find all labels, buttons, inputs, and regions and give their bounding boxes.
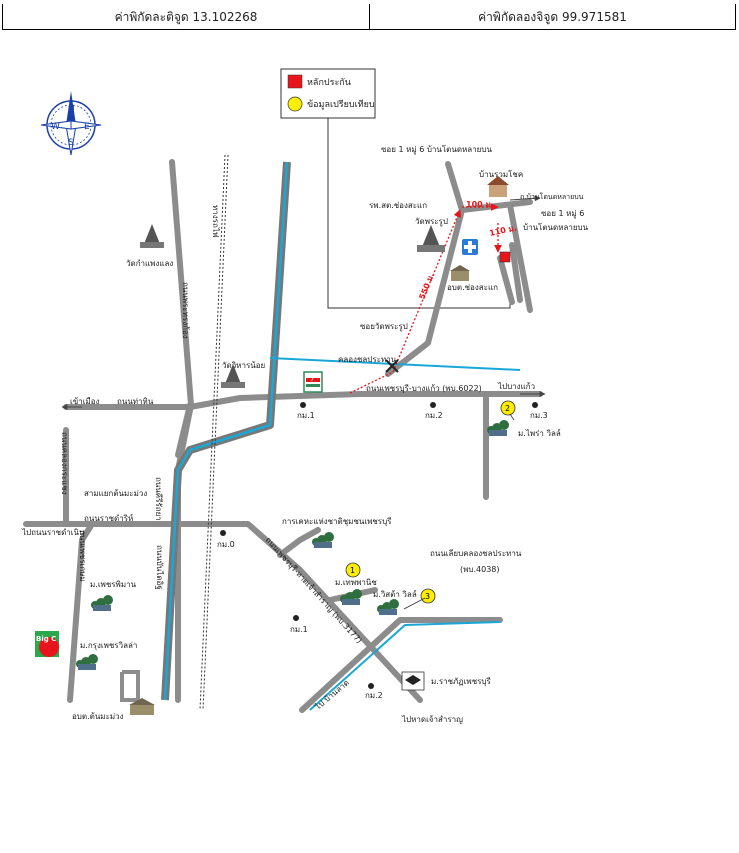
compass-w: W (51, 122, 60, 132)
temple-icon (221, 364, 245, 388)
banmoh-label: ถนนบันไดอิฐ (155, 545, 164, 590)
khlong-label: ถนนคลองกระแชง (60, 432, 69, 495)
km-marker (430, 402, 436, 408)
legend: หลักประกัน ข้อมูลเปรียบเทียบ (280, 68, 376, 119)
ratchadamnoen-label: ไปถนนราชดำเนิน (21, 528, 85, 537)
tree-cluster-icon (91, 595, 113, 611)
rajwithi-label: ถนนราชดำริห์ (84, 513, 133, 523)
samyaek-label: สามแยกต้นมะม่วง (84, 489, 147, 498)
km-label: กม.2 (425, 411, 443, 420)
km-label: กม.0 (217, 540, 235, 549)
rail-label: ทางรถไฟ (211, 205, 220, 238)
m-krung-label: ม.กรุงเพชรวิลล่า (80, 641, 137, 650)
soi-temple-label: ซอยวัดพระรูป (360, 322, 408, 332)
tree-cluster-icon (340, 589, 362, 605)
km-label: กม.2 (365, 691, 383, 700)
bridge-icon (385, 359, 399, 373)
soi-right-2: บ้านโตนดหลายบน (523, 222, 589, 232)
svg-text:Big C: Big C (36, 635, 56, 643)
svg-text:1: 1 (350, 566, 355, 575)
km-label: กม.1 (297, 411, 315, 420)
house-label: บ้านรวมโชค (479, 169, 523, 179)
road-label-main: ถนนเพชรบุรี-บางแก้ว (พบ.6022) (366, 384, 482, 393)
bypass-label-2: (พบ.4038) (460, 565, 500, 574)
to-chaosamran-label: ไปหาดเจ้าสำราญ (401, 715, 463, 724)
km-marker (293, 615, 299, 621)
bigc-logo: Big C (35, 631, 59, 657)
coordinate-bar: ค่าพิกัดละติจูด 13.102268 ค่าพิกัดลองจิจ… (0, 0, 739, 32)
soi-right-1: ซอย 1 หมู่ 6 (541, 209, 584, 219)
temple-icon (140, 224, 164, 248)
railway (199, 154, 229, 711)
svg-text:3: 3 (425, 592, 430, 601)
to-banglaem-label: ไปบางแก้ว (497, 382, 535, 391)
admin-label: อบต.ช่องสะแก (447, 283, 498, 292)
seven-eleven-logo: 7 (303, 371, 323, 393)
hospital-label: รพ.สต.ช่องสะแก (369, 201, 427, 210)
compass-icon: N E S W (40, 91, 102, 156)
inset-soi-top: ซอย 1 หมู่ 6 บ้านโตนดหลายบน (381, 144, 492, 155)
km-marker (220, 530, 226, 536)
canal-label: คลองชลประทาน (338, 355, 397, 364)
tha-hin-label: ถนนท่าหิน (117, 397, 154, 406)
phra-kaew-label: ถนนพระทรงก้อง (181, 282, 190, 339)
km-label: กม.1 (290, 625, 308, 634)
compass-e: E (84, 122, 90, 132)
phet-kasem-label: ถนนเพชรเกษม (78, 530, 87, 582)
longitude-label: ค่าพิกัดลองจิจูด 99.971581 (369, 4, 736, 30)
km-label: กม.3 (530, 411, 548, 420)
temple-label: วัดพระรูป (415, 217, 448, 227)
compass-s: S (68, 138, 74, 148)
tech-college-label: การเคหะแห่งชาติชุมชนเพชรบุรี (282, 517, 392, 526)
comparable-marker-3: 3 (420, 588, 436, 604)
canal (161, 161, 521, 711)
chaosamran-road-label: ถนนเพชรบุรี-หาดเจ้าสำราญ (พบ.3177) (264, 535, 364, 645)
comparable-marker-2: 2 (500, 400, 516, 416)
tree-cluster-icon (76, 654, 98, 670)
km-marker (300, 402, 306, 408)
m-visa-label: ม.วิสต้า วิลล์ (373, 589, 417, 599)
distance-550: 550 ม. (418, 272, 437, 301)
collateral-marker (499, 251, 511, 263)
tree-cluster-icon (312, 532, 334, 548)
legend-comparable-swatch (287, 96, 303, 112)
temple-icon (417, 225, 445, 252)
svg-text:7: 7 (310, 375, 314, 383)
comparable-marker-1: 1 (345, 562, 361, 578)
abt-tonmamuang-label: อบต.ต้นมะม่วง (72, 712, 124, 721)
distance-100: 100 ม. (466, 200, 494, 209)
compass-n: N (68, 105, 75, 115)
tree-cluster-icon (487, 420, 509, 436)
admin-building-icon (129, 698, 155, 715)
to-village-label: ถ.บ้านโตนดหลายบน (520, 192, 584, 201)
m-prima-label: ม.ไพร่า วิลล์ (518, 428, 561, 438)
graduation-cap-icon (401, 671, 425, 691)
legend-collateral-label: หลักประกัน (307, 78, 351, 88)
road-network (23, 159, 543, 713)
m-thepphanich-label: ม.เทพพานิช (335, 578, 377, 587)
to-city-label: เข้าเมือง (70, 397, 100, 406)
km-marker (368, 683, 374, 689)
km-marker (532, 402, 538, 408)
wat-kamphaeng-label: วัดกำแพงแลง (126, 259, 173, 268)
bypass-label-1: ถนนเลียบคลองชลประทาน (430, 549, 522, 558)
admin-building-icon (450, 265, 470, 281)
wat-viharn-label: วัดวิหารน้อย (222, 361, 265, 370)
svg-text:2: 2 (505, 404, 510, 413)
legend-comparable-label: ข้อมูลเปรียบเทียบ (307, 99, 375, 110)
house-icon (487, 176, 509, 197)
m-phetphiman-label: ม.เพชรพิมาน (90, 580, 137, 589)
legend-collateral-swatch (287, 74, 303, 89)
hospital-icon (462, 239, 478, 255)
route-to-collateral (349, 203, 502, 394)
khiri-label: ถนนคีรีรัถยา (154, 477, 163, 521)
rajabhat-label: ม.ราชภัฏเพชรบุรี (431, 677, 491, 686)
tree-cluster-icon (377, 599, 399, 615)
